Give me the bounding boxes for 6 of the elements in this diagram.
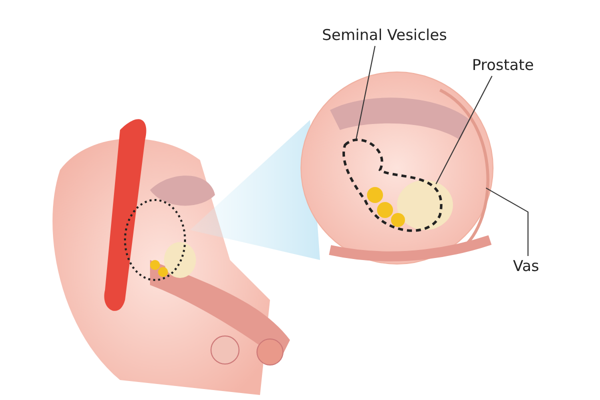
leader-line — [356, 46, 376, 140]
leader-line — [486, 188, 528, 256]
part-label: Seminal Vesicles — [322, 26, 447, 44]
part-label: Vas — [513, 257, 540, 275]
part-label: Prostate — [472, 56, 534, 74]
leader-line — [436, 76, 492, 184]
